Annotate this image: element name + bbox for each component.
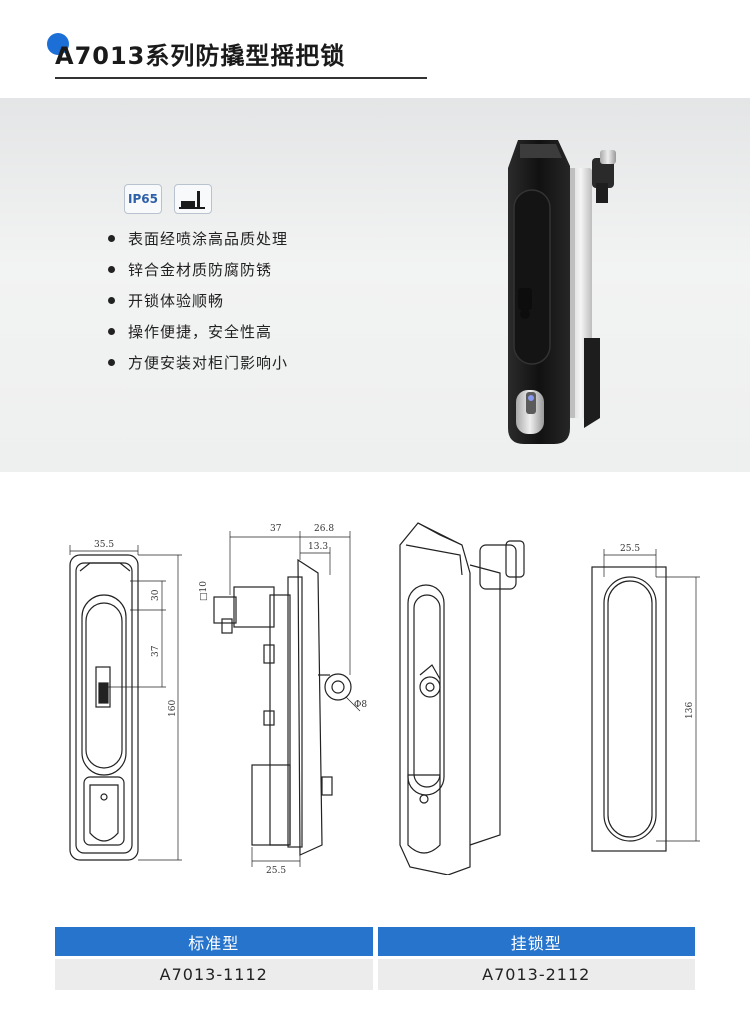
dim-side-hole: Φ8 <box>354 700 367 710</box>
side-view-drawing <box>213 531 361 867</box>
technical-drawings: 35.5 30 37 160 37 26.8 13.3 □10 Φ8 25.5 <box>69 522 700 875</box>
dim-cutout-width: 25.5 <box>620 544 640 554</box>
dim-side-bottom: 25.5 <box>266 866 286 875</box>
table-row: A7013-1112 A7013-2112 <box>55 959 695 990</box>
page-header: A7013系列防撬型摇把锁 <box>0 0 750 98</box>
hero-band: IP65 表面经喷涂高品质处理 锌合金材质防腐防锈 开锁体验顺畅 操作便捷，安全… <box>0 98 750 472</box>
title-accent-dot <box>47 33 69 55</box>
feature-item: 锌合金材质防腐防锈 <box>108 259 288 290</box>
isometric-view-drawing <box>399 522 525 875</box>
feature-item: 表面经喷涂高品质处理 <box>108 228 288 259</box>
model-code-padlock: A7013-2112 <box>377 959 695 990</box>
table-header-standard: 标准型 <box>55 927 373 956</box>
title-underline <box>55 77 427 79</box>
table-header-padlock: 挂锁型 <box>377 927 695 956</box>
dim-front-width: 35.5 <box>94 540 114 550</box>
dim-cutout-height: 136 <box>685 702 695 719</box>
feature-item: 开锁体验顺畅 <box>108 290 288 321</box>
dim-side-offset: 13.3 <box>308 542 328 552</box>
model-table: 标准型 挂锁型 A7013-1112 A7013-2112 <box>55 927 695 990</box>
feature-list: 表面经喷涂高品质处理 锌合金材质防腐防锈 开锁体验顺畅 操作便捷，安全性高 方便… <box>108 228 288 383</box>
table-header-row: 标准型 挂锁型 <box>55 927 695 956</box>
product-photo <box>508 140 616 444</box>
front-view-drawing <box>69 545 182 861</box>
cutout-view-drawing <box>591 549 700 852</box>
ip-rating-badge: IP65 <box>124 184 162 214</box>
feature-item: 方便安装对柜门影响小 <box>108 352 288 383</box>
dim-side-total: 37 <box>270 524 282 534</box>
model-code-standard: A7013-1112 <box>55 959 373 990</box>
badge-row: IP65 <box>124 182 212 216</box>
dim-side-flange: 26.8 <box>314 524 334 534</box>
feature-item: 操作便捷，安全性高 <box>108 321 288 352</box>
dim-front-height: 160 <box>168 700 178 717</box>
page-title: A7013系列防撬型摇把锁 <box>55 42 346 70</box>
dim-front-top: 30 <box>151 589 161 601</box>
dim-side-square: □10 <box>199 581 209 601</box>
panel-mount-icon <box>174 184 212 214</box>
dim-front-mid: 37 <box>151 645 161 657</box>
